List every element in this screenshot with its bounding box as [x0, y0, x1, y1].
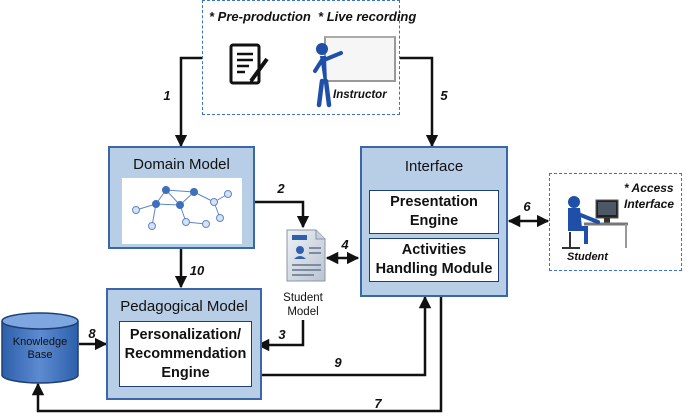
pedagogical-model-title: Pedagogical Model — [120, 298, 248, 315]
knowledge-base-cylinder — [1, 312, 79, 384]
recommendation-engine-box: Personalization/ Recommendation Engine — [119, 321, 252, 387]
student-label: Student — [567, 251, 608, 263]
instructor-whiteboard-icon — [313, 36, 396, 108]
document-edit-icon — [229, 43, 269, 85]
knowledge-base-label: Knowledge Base — [12, 336, 68, 361]
domain-model-box: Domain Model — [108, 146, 255, 249]
student-at-computer-icon — [562, 196, 628, 249]
arrow-label-2: 2 — [277, 181, 285, 196]
arrow-label-1: 1 — [163, 88, 171, 103]
interface-box: Interface Presentation Engine Activities… — [360, 146, 508, 297]
interface-title: Interface — [404, 158, 464, 175]
arrow-label-3: 3 — [278, 327, 286, 342]
instructor-label: Instructor — [333, 89, 387, 101]
arrow-9 — [262, 295, 432, 377]
access-interface-note: * Access Interface — [624, 181, 675, 211]
content-production-box: * Pre-production * Live recording Instru… — [202, 0, 416, 115]
production-note: * Pre-production * Live recording — [209, 9, 417, 24]
arrow-2 — [254, 200, 310, 229]
arrow-label-7: 7 — [374, 396, 382, 411]
activities-handling-module-box: Activities Handling Module — [369, 238, 499, 282]
student-model-document-icon — [286, 229, 326, 282]
arrow-7 — [31, 297, 443, 413]
arrow-3 — [256, 320, 305, 352]
arrow-label-4: 4 — [341, 237, 349, 252]
presentation-engine-box: Presentation Engine — [369, 190, 499, 234]
arrow-label-6: 6 — [523, 199, 531, 214]
arrow-1 — [174, 56, 207, 148]
arrow-label-9: 9 — [334, 355, 342, 370]
arrow-label-10: 10 — [189, 263, 205, 278]
arrow-label-5: 5 — [440, 88, 448, 103]
arrow-label-8: 8 — [88, 326, 96, 341]
student-access-box: * Access Interface Student — [549, 173, 682, 271]
pedagogical-model-box: Pedagogical Model Personalization/ Recom… — [106, 288, 262, 400]
student-model-label: Student Model — [283, 292, 323, 318]
concept-graph-image — [122, 178, 242, 244]
domain-model-title: Domain Model — [133, 156, 230, 173]
